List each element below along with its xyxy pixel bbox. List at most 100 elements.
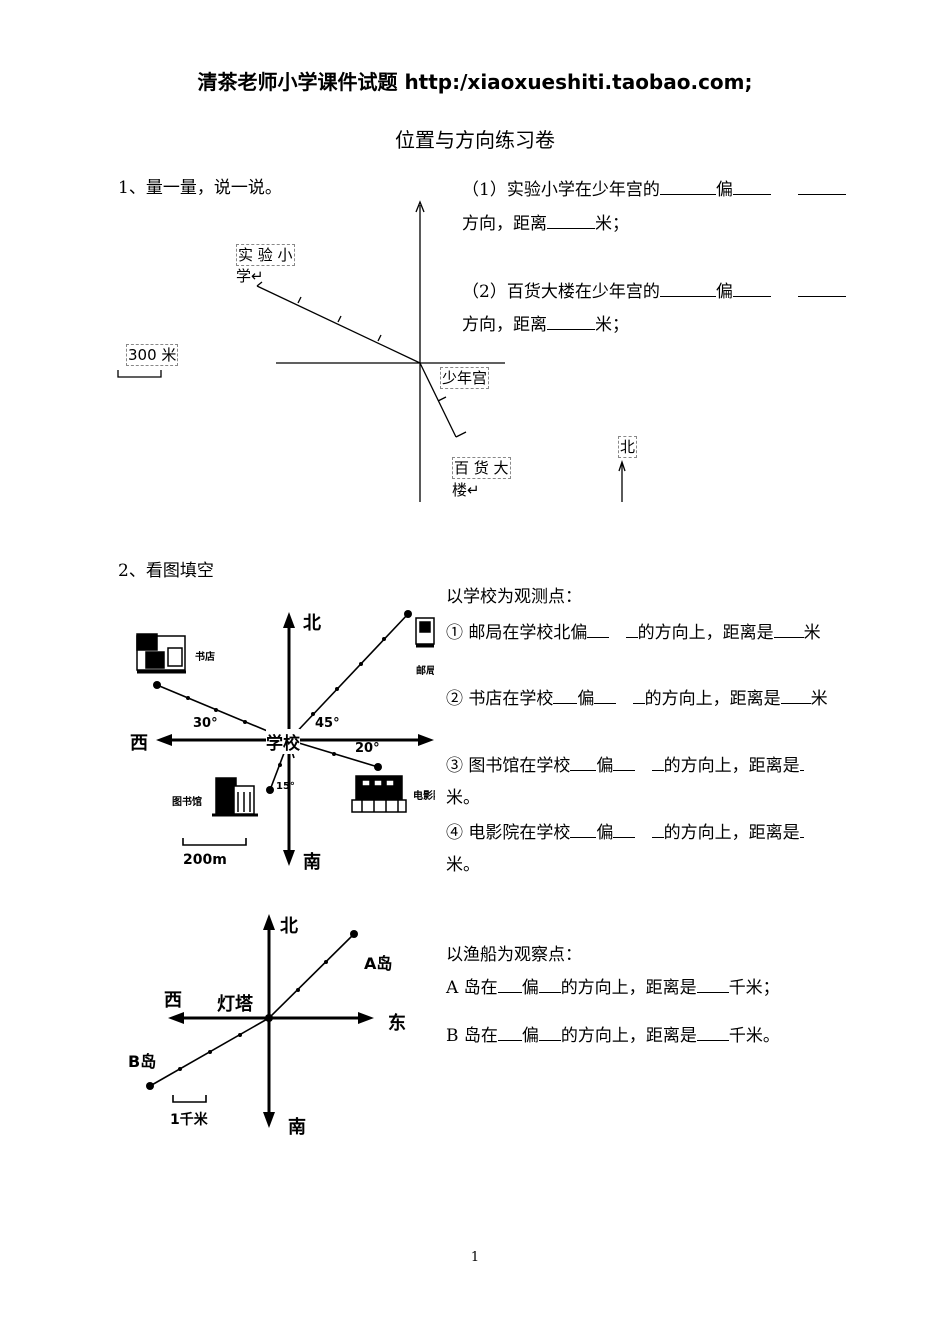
q2-line2-b: 偏 xyxy=(577,689,595,709)
q2-bookstore-icon xyxy=(136,633,186,674)
q2-line3: ③ 图书馆在学校偏 的方向上，距离是 xyxy=(446,754,804,776)
q2-angle-30: 30° xyxy=(193,716,218,731)
page-number: 1 xyxy=(470,1250,480,1265)
q1-center-label: 少年宫 xyxy=(440,367,490,389)
q3-b-tick xyxy=(178,1067,182,1071)
q2-south-arrowhead xyxy=(283,850,295,866)
q2-line3-end: 米。 xyxy=(446,788,480,808)
q2-blank[interactable] xyxy=(613,754,636,771)
q3-line-b-text1: B 岛在 xyxy=(446,1026,498,1046)
q1-item1-line1: （1）实验小学在少年宫的 偏 xyxy=(462,178,846,200)
q2-line4-a: ④ 电影院在学校 xyxy=(446,823,571,843)
q3-blank[interactable] xyxy=(538,976,561,993)
q1-item2-text-b: 偏 xyxy=(715,282,733,302)
q2-bookstore-tick xyxy=(214,708,218,712)
q3-north-label: 北 xyxy=(280,916,298,937)
q1-item2-text-a: （2）百货大楼在少年宫的 xyxy=(462,282,660,302)
q2-blank[interactable] xyxy=(553,687,578,704)
q2-blank[interactable] xyxy=(587,621,610,638)
q3-line-a-text3: 的方向上，距离是 xyxy=(560,978,697,998)
q2-cinema-tick xyxy=(332,752,336,756)
q3-west-arrowhead xyxy=(168,1012,184,1024)
q2-bookstore-tick xyxy=(243,720,247,724)
q3-line-a-text1: A 岛在 xyxy=(446,978,498,998)
q3-north-arrowhead xyxy=(263,914,275,930)
q3-east-label: 东 xyxy=(388,1013,406,1034)
q1-axis-arrow xyxy=(415,200,425,213)
q2-blank[interactable] xyxy=(625,621,638,638)
q1-item2-blank1[interactable] xyxy=(659,280,716,297)
q2-blank[interactable] xyxy=(773,621,804,638)
q2-line1: ① 邮局在学校北偏 的方向上，距离是米 xyxy=(446,621,821,643)
q3-blank[interactable] xyxy=(696,1024,729,1041)
q2-line4-b: 偏 xyxy=(596,823,614,843)
q2-blank[interactable] xyxy=(594,687,617,704)
q3-a-tick xyxy=(296,988,300,992)
q2-blank[interactable] xyxy=(780,687,811,704)
q2-blank[interactable] xyxy=(651,821,664,838)
q2-line4-end: 米。 xyxy=(446,855,480,875)
q2-blank[interactable] xyxy=(570,754,597,771)
q1-north-label: 北 xyxy=(618,436,638,458)
q2-line2-c: 的方向上，距离是 xyxy=(644,689,781,709)
q2-map xyxy=(136,610,435,866)
q3-blank[interactable] xyxy=(696,976,729,993)
q3-b-tick xyxy=(238,1033,242,1037)
q2-bookstore-point xyxy=(153,681,161,689)
q1-school-label: 实 验 小 学↵ xyxy=(236,244,295,285)
q1-tick xyxy=(377,334,382,342)
q2-post-line xyxy=(288,613,409,741)
q1-item1-text-b: 偏 xyxy=(715,180,733,200)
q3-west-label: 西 xyxy=(164,990,182,1011)
q2-angle-20: 20° xyxy=(355,741,380,756)
q3-blank[interactable] xyxy=(497,1024,522,1041)
q2-angle-15: 15° xyxy=(276,781,295,792)
q3-line-b-text4: 千米。 xyxy=(728,1026,780,1046)
q2-line1-a: ① 邮局在学校北偏 xyxy=(446,623,588,643)
q2-line2: ② 书店在学校 偏 的方向上，距离是 米 xyxy=(446,687,828,709)
q1-item2-blank3[interactable] xyxy=(797,280,846,297)
q1-item1-text-c: 方向，距离 xyxy=(462,214,547,234)
q3-line-a-text2: 偏 xyxy=(521,978,539,998)
q2-east-arrowhead xyxy=(418,734,434,746)
q2-blank[interactable] xyxy=(799,821,804,838)
q3-blank[interactable] xyxy=(497,976,522,993)
q1-item1-text-a: （1）实验小学在少年宫的 xyxy=(462,180,660,200)
q2-post-point xyxy=(404,610,412,618)
q1-item1-blank2[interactable] xyxy=(732,178,771,195)
q2-line1-c: 米 xyxy=(803,623,821,643)
q1-item2-blank2[interactable] xyxy=(732,280,771,297)
q1-store-line xyxy=(419,362,457,438)
q2-post-tick xyxy=(311,712,315,716)
q2-post-tick xyxy=(382,637,386,641)
q2-west-arrowhead xyxy=(156,734,172,746)
q2-library-point xyxy=(266,786,274,794)
q2-intro: 以学校为观测点： xyxy=(446,587,582,607)
q2-line2-d: 米 xyxy=(810,689,828,709)
q2-cinema-point xyxy=(374,763,382,771)
q2-cinema-icon xyxy=(351,775,407,813)
q2-scale-label: 200m xyxy=(183,852,227,868)
q2-blank[interactable] xyxy=(632,687,645,704)
q2-line4: ④ 电影院在学校偏 的方向上，距离是 xyxy=(446,821,804,843)
q1-item1-blank3[interactable] xyxy=(797,178,846,195)
q2-library-tick xyxy=(278,763,282,767)
q1-item2-blank4[interactable] xyxy=(547,313,595,330)
q1-item1-blank4[interactable] xyxy=(547,212,595,229)
q2-blank[interactable] xyxy=(799,754,804,771)
q1-item1-blank1[interactable] xyxy=(659,178,716,195)
q3-line-a: A 岛在偏的方向上，距离是千米； xyxy=(446,976,780,998)
q1-scale-label: 300 米 xyxy=(126,344,179,366)
q3-center-label: 灯塔 xyxy=(217,994,253,1015)
q1-item2-text-c: 方向，距离 xyxy=(462,315,547,335)
q3-blank[interactable] xyxy=(538,1024,561,1041)
q2-angle-45: 45° xyxy=(315,716,340,731)
q2-center-label: 学校 xyxy=(266,729,300,754)
q2-blank[interactable] xyxy=(570,821,597,838)
q2-line2-a: ② 书店在学校 xyxy=(446,689,554,709)
q2-blank[interactable] xyxy=(651,754,664,771)
q2-blank[interactable] xyxy=(613,821,636,838)
q3-scale-bar xyxy=(172,1095,207,1103)
q2-west-label: 西 xyxy=(130,733,148,754)
q1-item2-line2: 方向，距离米； xyxy=(462,313,629,335)
